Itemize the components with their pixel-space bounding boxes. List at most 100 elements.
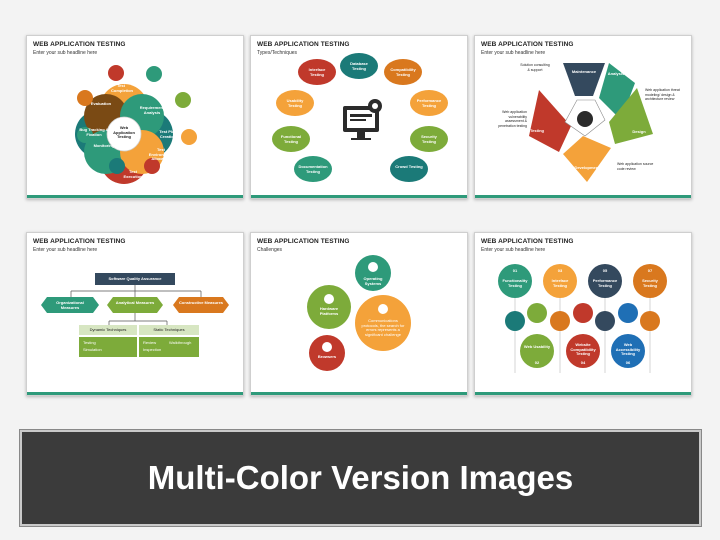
slide-subtitle: Challenges [257, 247, 283, 253]
slide-subtitle: Enter your sub headline here [481, 247, 546, 253]
slide-subtitle: Types/Techniques [257, 50, 298, 56]
screen-icon [527, 303, 547, 323]
label-compatibility: Compatibility Testing [390, 67, 416, 77]
item-06-num: 06 [625, 360, 631, 365]
note-source-review: Web application source code review [617, 162, 654, 171]
small-icon-8 [77, 90, 93, 106]
pentagon-diagram [529, 63, 653, 182]
multi-color-banner: Multi-Color Version Images [20, 430, 701, 526]
slide-1-thumbnail[interactable]: WEB APPLICATION TESTING Enter your sub h… [26, 35, 244, 199]
slide-6-thumbnail[interactable]: WEB APPLICATION TESTING Enter your sub h… [474, 232, 692, 396]
segment-maintenance: Maintenance [571, 69, 597, 74]
label-usability: Usability Testing [286, 98, 304, 108]
rocket-icon [595, 311, 615, 331]
banner-text: Multi-Color Version Images [147, 459, 574, 496]
slide-4-thumbnail[interactable]: WEB APPLICATION TESTING Enter your sub h… [26, 232, 244, 396]
top-box-label: Software Quality Assurance [108, 276, 162, 281]
note-vulnerability: Web application vulnerability assessment… [498, 110, 527, 128]
item-02-label: Web Usability [523, 344, 551, 349]
small-icon-6 [109, 158, 125, 174]
static-item-inspection: Inspection [143, 347, 162, 352]
small-icon-5 [144, 158, 160, 174]
segment-development: Development [574, 165, 600, 170]
label-requirement-analysis: Requirement Analysis [139, 105, 165, 115]
item-01-num: 01 [512, 268, 518, 273]
label-functional: Functional Testing [280, 134, 302, 144]
slide-5-thumbnail[interactable]: WEB APPLICATION TESTING Challenges Opera… [250, 232, 468, 396]
numbered-chain-diagram [498, 264, 667, 373]
os-icon [368, 262, 378, 272]
label-bug-tracking: Bug Tracking & Fixation [79, 127, 109, 137]
note-threat-modeling: Web application threat modeling/ design … [645, 88, 680, 102]
mid-box-analytical: Analytical Measures [115, 300, 155, 305]
item-03-num: 03 [557, 268, 563, 273]
slide-subtitle: Enter your sub headline here [481, 50, 546, 56]
item-04-num: 04 [580, 360, 586, 365]
slide-title: WEB APPLICATION TESTING [33, 238, 126, 245]
bubble-hardware-platforms: Hardware Platforms [319, 306, 339, 316]
item-05-num: 05 [602, 268, 608, 273]
segment-design: Design [632, 129, 646, 134]
mid-box-organizational: Organizational Measures [56, 300, 84, 310]
slide-2-thumbnail[interactable]: WEB APPLICATION TESTING Types/Techniques… [250, 35, 468, 199]
item-07-label: Security Testing [642, 278, 658, 288]
cycle-diagram [75, 65, 197, 184]
label-performance: Performance Testing [416, 98, 442, 108]
bubble-communications: Communications protocols, the search for… [361, 318, 405, 337]
slide-title: WEB APPLICATION TESTING [257, 238, 350, 245]
center-label: Web Application Testing [113, 125, 135, 140]
browser-icon [322, 342, 332, 352]
slide-title: WEB APPLICATION TESTING [481, 41, 574, 48]
dynamic-item-testing: Testing [83, 340, 96, 345]
slide-subtitle: Enter your sub headline here [33, 50, 98, 56]
small-icon-2 [146, 66, 162, 82]
accessibility-icon [618, 303, 638, 323]
small-icon-3 [175, 92, 191, 108]
item-01-label: Functionality Testing [502, 278, 528, 288]
small-icon-1 [108, 65, 124, 81]
item-03-label: Interface Testing [551, 278, 569, 288]
item-02-num: 02 [534, 360, 540, 365]
label-monitoring: Monitoring [93, 143, 115, 148]
item-05-label: Performance Testing [592, 278, 618, 288]
item-06-label: Web Accessibility Testing [615, 342, 641, 357]
window-icon [550, 311, 570, 331]
static-techniques-head: Static Techniques [153, 327, 185, 332]
label-documentation: Documentation Testing [298, 164, 328, 174]
label-test-execution: Test Execution [123, 169, 143, 179]
slide-title: WEB APPLICATION TESTING [481, 238, 574, 245]
browser-icon [573, 303, 593, 323]
globe-icon [577, 111, 593, 127]
bubble-operating-systems: Operating Systems [363, 276, 383, 286]
label-crowd: Crowd Testing [395, 164, 423, 169]
lock-icon [640, 311, 660, 331]
note-consulting: Solution consulting & support [520, 63, 550, 72]
static-item-review: Review [143, 340, 157, 345]
challenges-diagram [307, 255, 411, 371]
slide-subtitle: Enter your sub headline here [33, 247, 98, 253]
label-database: Database Testing [350, 61, 368, 71]
item-07-num: 07 [647, 268, 653, 273]
slide-title: WEB APPLICATION TESTING [33, 41, 126, 48]
static-item-walkthrough: Walkthrough [169, 340, 192, 345]
types-diagram [272, 53, 448, 182]
slide-3-thumbnail[interactable]: WEB APPLICATION TESTING Enter your sub h… [474, 35, 692, 199]
protocol-icon [378, 304, 388, 314]
hardware-icon [324, 294, 334, 304]
segment-testing: Testing [530, 128, 544, 133]
dynamic-techniques-head: Dynamic Techniques [89, 327, 127, 332]
label-interface: Interface Testing [308, 67, 326, 77]
small-icon-7 [77, 127, 93, 143]
mid-box-constructive: Constructive Measures [179, 300, 224, 305]
label-test-environment: Test Environment Allocation [148, 147, 174, 162]
hierarchy-diagram [41, 273, 229, 357]
label-security: Security Testing [421, 134, 437, 144]
slide-title: WEB APPLICATION TESTING [257, 41, 350, 48]
label-evaluation: Evaluation [90, 101, 112, 106]
label-test-plan: Test Plan Creation [159, 129, 177, 139]
small-icon-4 [181, 129, 197, 145]
label-test-completion: Test Completion [111, 83, 133, 93]
tools-icon [505, 311, 525, 331]
dynamic-item-simulation: Simulation [83, 347, 102, 352]
